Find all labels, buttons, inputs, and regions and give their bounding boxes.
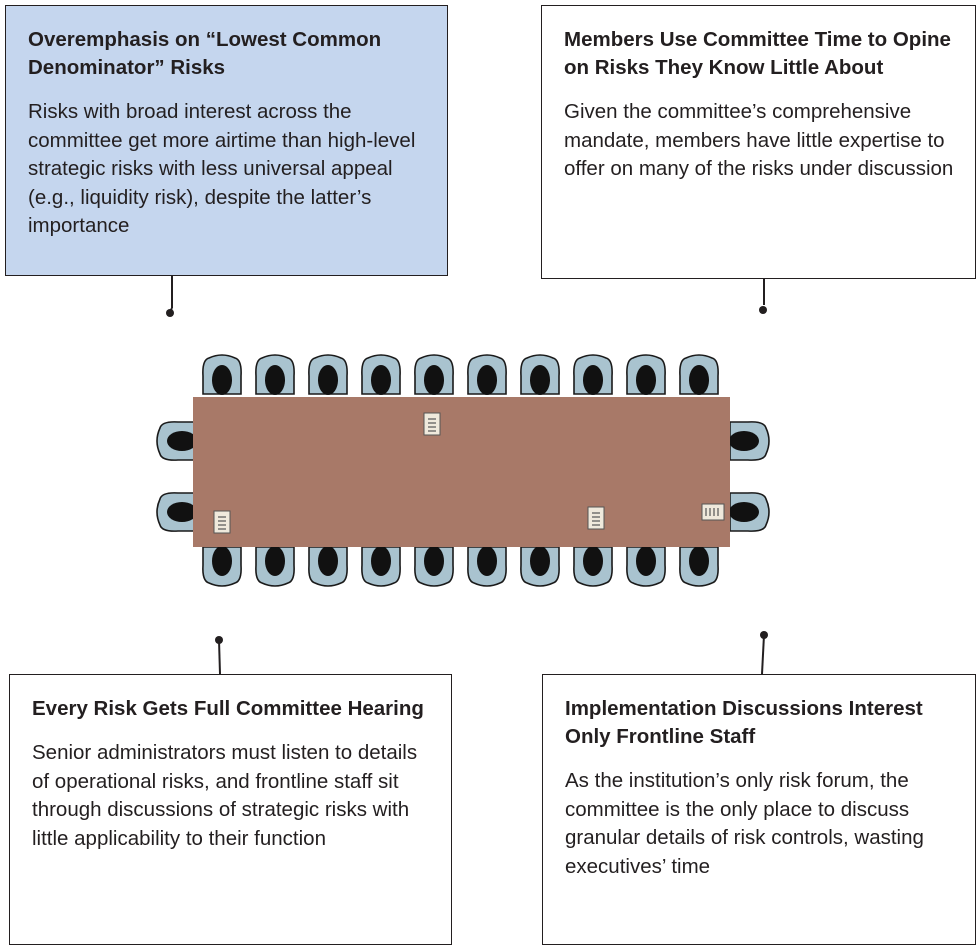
connector-top-right (759, 279, 767, 314)
seats-top-row (202, 354, 719, 396)
document-icon (701, 503, 725, 521)
callout-body: Risks with broad interest across the com… (28, 100, 416, 237)
document-icon (423, 412, 441, 436)
connector-bottom-left (215, 636, 223, 675)
callout-title: Overemphasis on “Lowest Common Denominat… (28, 28, 382, 79)
seats-right-end (728, 421, 770, 532)
table-top (193, 397, 730, 547)
seats-bottom-row (202, 545, 719, 587)
callout-box-lowest-common-denominator: Overemphasis on “Lowest Common Denominat… (5, 5, 448, 276)
document-icon (587, 506, 605, 530)
callout-body: Given the committee’s comprehensive mand… (564, 100, 954, 180)
seats-left-end (156, 421, 198, 532)
callout-title: Every Risk Gets Full Committee Hearing (32, 697, 424, 720)
callout-box-full-committee-hearing: Every Risk Gets Full Committee Hearing S… (9, 674, 452, 945)
conference-table-illustration (156, 354, 770, 587)
connector-bottom-right (760, 631, 768, 675)
callout-box-implementation-discussions: Implementation Discussions Interest Only… (542, 674, 976, 945)
callout-title: Implementation Discussions Interest Only… (565, 697, 923, 748)
callout-body: Senior administrators must listen to det… (32, 741, 418, 850)
callout-body: As the institution’s only risk forum, th… (565, 769, 924, 878)
document-icon (213, 510, 231, 534)
callout-title: Members Use Committee Time to Opine on R… (564, 28, 951, 79)
callout-box-opine-on-risks: Members Use Committee Time to Opine on R… (541, 5, 976, 279)
connector-top-left (166, 276, 174, 317)
